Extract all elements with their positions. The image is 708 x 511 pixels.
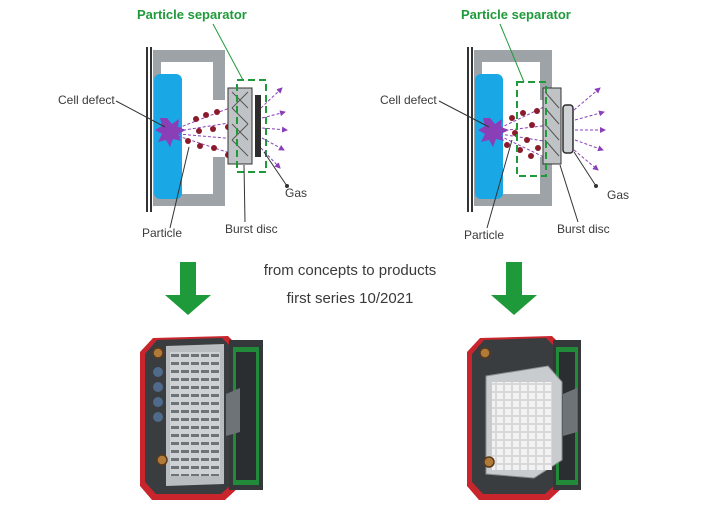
right-particle-label: Particle: [464, 228, 505, 242]
separator-leader: [499, 23, 525, 83]
separator-leader: [212, 23, 244, 81]
down-arrow-left-icon: [165, 262, 211, 315]
gas-arrows: [260, 87, 288, 169]
particle-separator-outline: [236, 79, 267, 173]
burst-disc-leader: [559, 164, 579, 223]
left-burst-disc-label: Burst disc: [225, 222, 278, 236]
left-cell-defect-label: Cell defect: [58, 93, 115, 107]
gas-arrows: [573, 87, 606, 171]
right-burst-disc-label: Burst disc: [557, 222, 610, 236]
left-particle-separator-title: Particle separator: [137, 7, 247, 22]
right-particle-separator-title: Particle separator: [461, 7, 571, 22]
left-gas-label: Gas: [285, 186, 308, 200]
gas-leader: [573, 151, 597, 187]
particle-leader: [486, 139, 513, 229]
particle-separator-outline: [516, 81, 547, 177]
cell-defect-leader: [438, 100, 490, 128]
left-schematic: [115, 23, 289, 229]
center-caption-line2: first series 10/2021: [286, 290, 414, 307]
particle-leader: [169, 146, 190, 229]
cell-defect-leader: [115, 100, 166, 128]
particles: [504, 108, 541, 159]
right-gas-label: Gas: [607, 188, 630, 202]
down-arrow-right-icon: [491, 262, 537, 315]
left-particle-label: Particle: [142, 226, 183, 240]
product-right: [467, 336, 581, 500]
burst-disc-leader: [243, 164, 246, 223]
right-schematic: [438, 23, 606, 229]
gas-leader: [263, 151, 288, 187]
burst-disc: [562, 104, 574, 154]
product-left: [140, 336, 263, 500]
filter-element: [542, 87, 562, 165]
center-caption-line1: from concepts to products: [263, 262, 437, 279]
burst-disc: [255, 95, 261, 157]
right-cell-defect-label: Cell defect: [380, 93, 437, 107]
